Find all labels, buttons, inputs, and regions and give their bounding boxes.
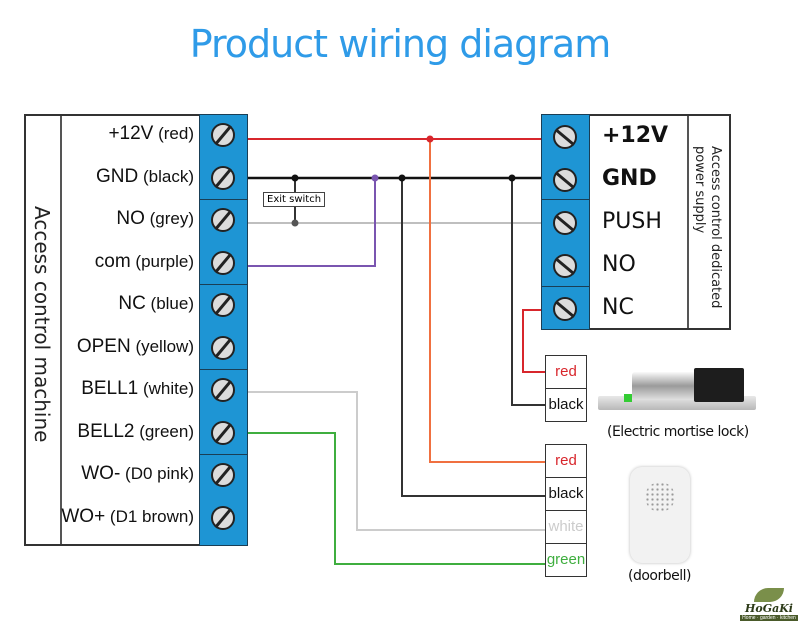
psu-terminal-label: GND	[602, 166, 657, 191]
access-control-machine-label: Access control machine	[30, 206, 54, 443]
wire-lock-red	[522, 309, 545, 373]
screw-icon	[553, 254, 577, 278]
doorbell-image	[630, 467, 690, 563]
lock-connector-red: red	[545, 355, 587, 389]
psu-terminal-label: +12V	[602, 123, 669, 148]
lock-connector-black: black	[545, 388, 587, 422]
psu-terminal-label: PUSH	[602, 209, 662, 234]
lock-caption: (Electric mortise lock)	[607, 424, 749, 440]
psu-terminal-label: NC	[602, 295, 634, 320]
junction-dot	[508, 174, 516, 182]
terminal-label-bell2: BELL2 (green)	[77, 420, 194, 442]
wire-bell1-white	[248, 391, 545, 531]
bell-connector-green: green	[545, 543, 587, 577]
leaf-house-icon	[754, 588, 784, 602]
screw-icon	[211, 293, 235, 317]
screw-icon	[553, 168, 577, 192]
wire-bell-black	[401, 178, 545, 497]
screw-icon	[211, 165, 235, 190]
screw-icon	[211, 463, 235, 487]
screw-icon	[211, 250, 235, 275]
terminal-label-bell1: BELL1 (white)	[81, 378, 194, 399]
exit-switch: Exit switch	[263, 192, 326, 207]
doorbell-caption: (doorbell)	[628, 568, 691, 584]
electric-lock-image	[598, 368, 756, 412]
junction-dot	[371, 174, 379, 182]
junction-dot	[398, 174, 406, 182]
wire-bell-red	[429, 139, 545, 463]
terminal-label-12v: +12V (red)	[108, 123, 194, 144]
bell-connector-red: red	[545, 444, 587, 478]
wire-bell2-green	[248, 432, 545, 565]
terminal-label-wo: WO+ (D1 brown)	[61, 505, 194, 527]
psu-terminal-block-3	[541, 286, 590, 330]
terminal-label-wo: WO- (D0 pink)	[81, 463, 194, 484]
junction-dot	[426, 135, 434, 143]
wire-lock-black	[511, 178, 545, 406]
terminal-block-5	[199, 454, 248, 546]
terminal-labels: +12V (red) GND (black) NO (grey) com (purpl…	[60, 114, 194, 546]
power-supply-label: Access control dedicated power supply	[692, 146, 723, 309]
screw-icon	[211, 335, 235, 360]
junction-dot	[291, 219, 299, 227]
hogaki-logo: HoGaKi Home · garden · kitchen	[740, 588, 798, 632]
screw-icon	[553, 125, 577, 149]
terminal-label-no: NO (grey)	[116, 208, 194, 229]
junction-dot	[291, 174, 299, 182]
psu-terminal-label: NO	[602, 252, 636, 277]
screw-icon	[211, 378, 235, 402]
bell-connector-white: white	[545, 510, 587, 544]
screw-icon	[211, 123, 235, 147]
page-title: Product wiring diagram	[189, 22, 611, 66]
screw-icon	[211, 505, 235, 530]
terminal-label-gnd: GND (black)	[96, 165, 194, 187]
screw-icon	[211, 420, 235, 445]
terminal-label-nc: NC (blue)	[118, 293, 194, 314]
screw-icon	[553, 297, 577, 321]
terminal-label-open: OPEN (yellow)	[76, 335, 194, 357]
bell-connector-black: black	[545, 477, 587, 511]
terminal-label-com: com (purple)	[94, 250, 194, 272]
screw-icon	[553, 211, 577, 235]
wire-com-purple	[248, 178, 376, 267]
screw-icon	[211, 208, 235, 232]
